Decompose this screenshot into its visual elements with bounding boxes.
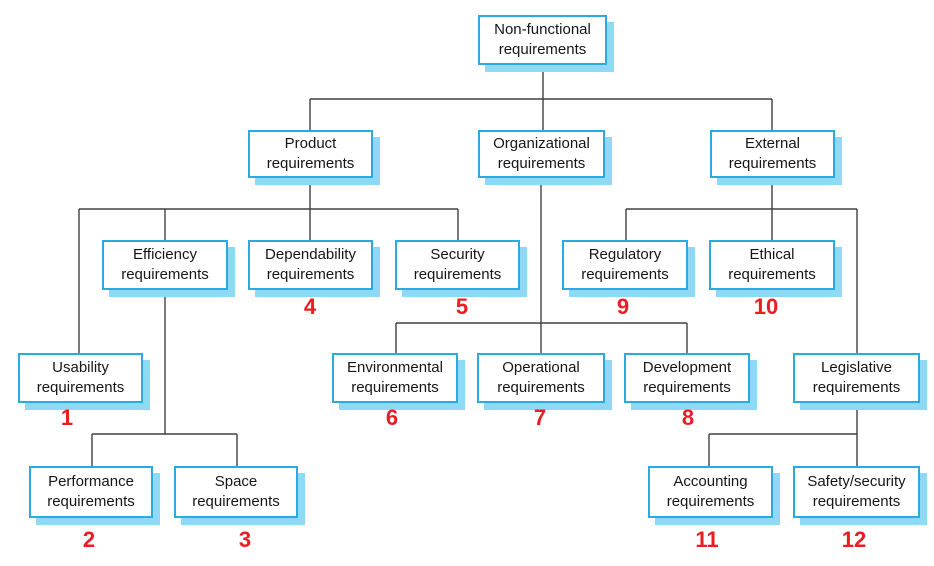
node-usability-requirements: Usability requirements [18, 353, 143, 403]
node-development-requirements: Development requirements [624, 353, 750, 403]
node-label-line: Usability [52, 359, 109, 376]
node-efficiency-requirements: Efficiency requirements [102, 240, 228, 290]
node-label-line: Security [430, 246, 485, 263]
node-space-requirements: Space requirements [174, 466, 298, 518]
number-label-usability: 1 [60, 405, 74, 430]
node-label-line: requirements [498, 41, 587, 58]
number-label-accounting: 11 [695, 527, 719, 552]
node-label-line: Space [214, 473, 258, 490]
node-label-line: requirements [728, 266, 816, 283]
node-label-line: requirements [266, 155, 355, 172]
node-label-line: Operational [502, 359, 580, 376]
node-operational-requirements: Operational requirements [477, 353, 605, 403]
number-label-performance: 2 [82, 527, 96, 552]
number-label-regulatory: 9 [616, 294, 630, 319]
node-label-line: Product [284, 135, 337, 152]
node-organizational-requirements: Organizational requirements [478, 130, 605, 178]
number-label-development: 8 [681, 405, 695, 430]
node-label-line: requirements [497, 155, 586, 172]
number-label-safety-security: 12 [841, 527, 867, 552]
node-label-line: Efficiency [133, 246, 197, 263]
node-label-line: Legislative [821, 359, 892, 376]
node-label-line: Organizational [493, 135, 590, 152]
node-label-line: requirements [192, 493, 280, 510]
node-label-line: requirements [266, 266, 355, 283]
node-ethical-requirements: Ethical requirements [709, 240, 835, 290]
node-label-line: requirements [666, 493, 755, 510]
node-label-line: requirements [413, 266, 502, 283]
node-external-requirements: External requirements [710, 130, 835, 178]
node-label-line: Dependability [265, 246, 356, 263]
node-label-line: Safety/security [807, 473, 906, 490]
number-label-space: 3 [238, 527, 252, 552]
node-label-line: requirements [497, 379, 585, 396]
node-non-functional-requirements: Non-functional requirements [478, 15, 607, 65]
node-label-line: Regulatory [588, 246, 662, 263]
node-label-line: requirements [728, 155, 817, 172]
node-label-line: requirements [351, 379, 439, 396]
node-product-requirements: Product requirements [248, 130, 373, 178]
node-legislative-requirements: Legislative requirements [793, 353, 920, 403]
number-label-operational: 7 [533, 405, 547, 430]
node-performance-requirements: Performance requirements [29, 466, 153, 518]
node-safety-security-requirements: Safety/security requirements [793, 466, 920, 518]
node-security-requirements: Security requirements [395, 240, 520, 290]
node-label-line: Development [642, 359, 732, 376]
number-label-environmental: 6 [385, 405, 399, 430]
node-label-line: requirements [812, 493, 901, 510]
node-label-line: requirements [581, 266, 669, 283]
node-label-line: Performance [48, 473, 134, 490]
node-label-line: Ethical [749, 246, 795, 263]
node-label-line: requirements [47, 493, 135, 510]
node-label-line: requirements [643, 379, 731, 396]
number-label-security: 5 [455, 294, 469, 319]
node-label-line: requirements [121, 266, 209, 283]
node-regulatory-requirements: Regulatory requirements [562, 240, 688, 290]
node-label-line: Non-functional [494, 21, 591, 38]
node-label-line: requirements [36, 379, 125, 396]
number-label-dependability: 4 [303, 294, 317, 319]
node-accounting-requirements: Accounting requirements [648, 466, 773, 518]
node-label-line: Accounting [673, 473, 748, 490]
node-environmental-requirements: Environmental requirements [332, 353, 458, 403]
node-label-line: requirements [812, 379, 901, 396]
node-label-line: Environmental [347, 359, 443, 376]
number-label-ethical: 10 [753, 294, 779, 319]
node-dependability-requirements: Dependability requirements [248, 240, 373, 290]
node-label-line: External [744, 135, 801, 152]
